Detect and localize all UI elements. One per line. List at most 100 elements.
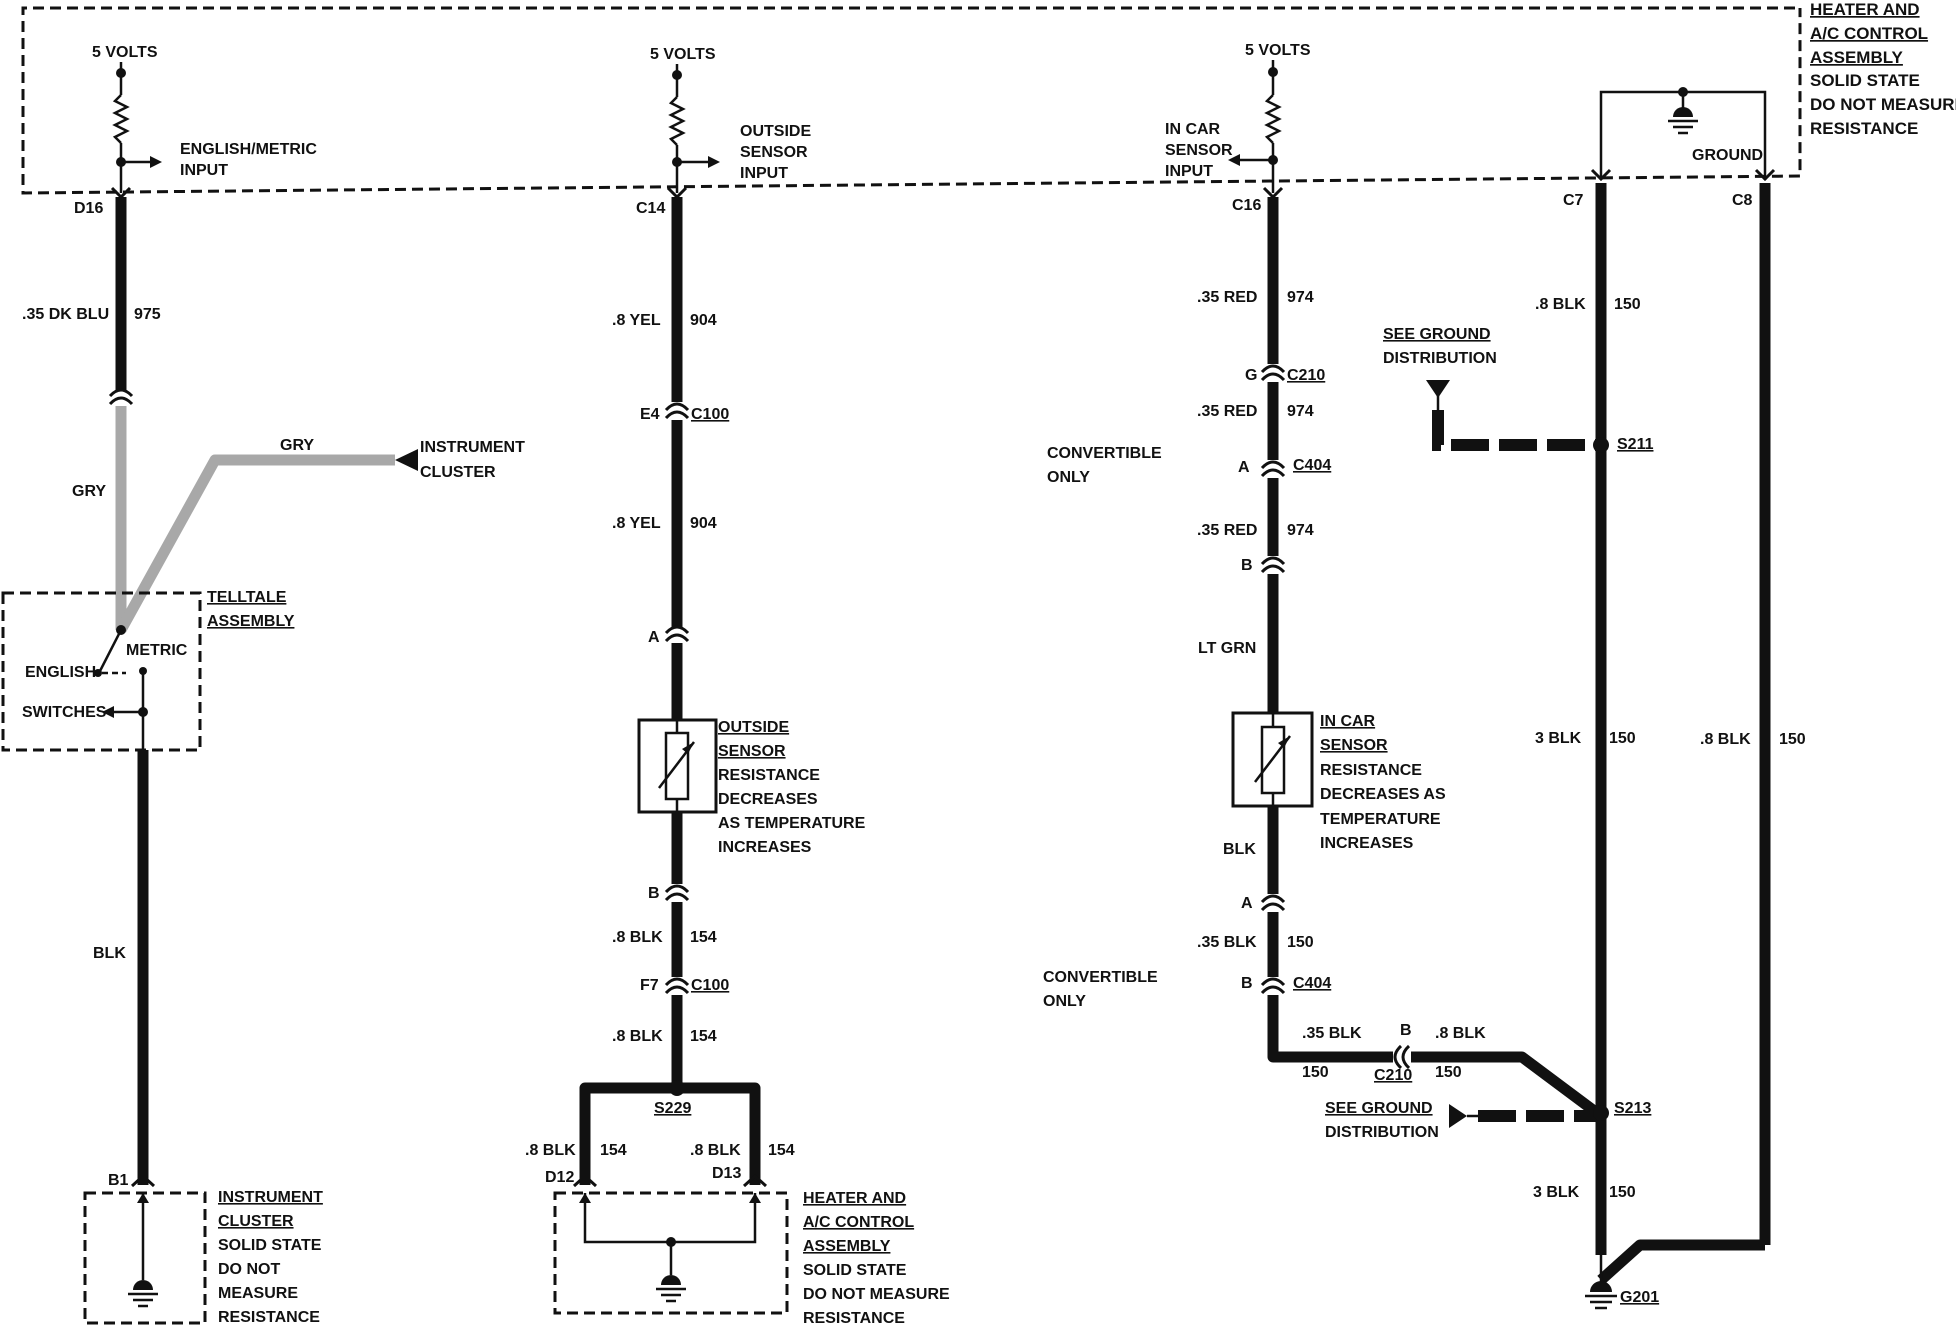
variable-arrow-icon bbox=[682, 742, 694, 754]
voltage-label: 5 VOLTS bbox=[1245, 42, 1311, 59]
diagram-label: LT GRN bbox=[1198, 640, 1256, 657]
ground-g201: G201 bbox=[1620, 1289, 1659, 1306]
diagram-label: B bbox=[1241, 975, 1253, 992]
diagram-label: A bbox=[1238, 459, 1250, 476]
diagram-label: .8 YEL bbox=[612, 515, 661, 532]
diagram-label: INCREASES bbox=[1320, 835, 1414, 852]
terminal-c8: C8 bbox=[1732, 192, 1753, 209]
diagram-label: BLK bbox=[1223, 841, 1256, 858]
diagram-label: 974 bbox=[1287, 289, 1314, 306]
diagram-label: DO NOT MEASURE bbox=[1810, 95, 1956, 114]
connector-icon bbox=[1260, 460, 1286, 470]
diagram-label: .8 BLK bbox=[525, 1142, 576, 1159]
connector-icon bbox=[1590, 168, 1612, 182]
diagram-label: 974 bbox=[1287, 522, 1314, 539]
diagram-label: .35 DK BLU bbox=[22, 306, 109, 323]
diagram-label: 974 bbox=[1287, 403, 1314, 420]
terminal-d12: D12 bbox=[545, 1169, 574, 1186]
diagram-label: 154 bbox=[690, 929, 717, 946]
heater-ac-control-box-bottom bbox=[553, 1191, 789, 1315]
diagram-label: SENSOR bbox=[1165, 142, 1233, 159]
diagram-label: CLUSTER bbox=[218, 1213, 294, 1230]
english-metric-circuit: .35 DK BLU 975 GRY GRY INSTRUMENT CLUSTE… bbox=[1, 197, 525, 1326]
diagram-label: G bbox=[1245, 367, 1257, 384]
diagram-label: CLUSTER bbox=[420, 464, 496, 481]
diagram-label: CONVERTIBLE bbox=[1043, 969, 1158, 986]
diagram-label: ONLY bbox=[1043, 993, 1086, 1010]
diagram-label: .35 RED bbox=[1197, 403, 1257, 420]
diagram-label: .8 BLK bbox=[612, 1028, 663, 1045]
diagram-label: SWITCHES bbox=[22, 704, 107, 721]
diagram-label: 975 bbox=[134, 306, 161, 323]
diagram-label: E4 bbox=[640, 406, 660, 423]
diagram-label: DECREASES AS bbox=[1320, 786, 1446, 803]
diagram-label: 904 bbox=[690, 515, 717, 532]
diagram-label: C404 bbox=[1293, 457, 1331, 474]
diagram-label: RESISTANCE bbox=[803, 1310, 905, 1327]
outside-sensor-input-circuit: 5 VOLTS OUTSIDE SENSOR INPUT C14 bbox=[636, 46, 811, 217]
instrument-cluster-box bbox=[83, 1191, 207, 1325]
ground-distribution-arrow-icon bbox=[1449, 1104, 1467, 1128]
connector-icon bbox=[108, 388, 134, 398]
ground-distribution-arrow-icon bbox=[1426, 380, 1450, 398]
diagram-label: HEATER AND bbox=[1810, 0, 1920, 19]
connector-icon bbox=[1260, 977, 1286, 987]
diagram-label: 154 bbox=[768, 1142, 795, 1159]
diagram-label: CONVERTIBLE bbox=[1047, 445, 1162, 462]
diagram-label: METRIC bbox=[126, 642, 188, 659]
diagram-label: INPUT bbox=[180, 162, 228, 179]
diagram-label: 3 BLK bbox=[1533, 1184, 1580, 1201]
connector-icon bbox=[742, 1173, 768, 1188]
connector-icon bbox=[1260, 364, 1286, 374]
diagram-label: INSTRUMENT bbox=[420, 439, 525, 456]
diagram-label: 150 bbox=[1609, 1184, 1636, 1201]
arrow-left-icon bbox=[102, 706, 114, 718]
switch-blade bbox=[98, 629, 123, 672]
ground-icon bbox=[661, 1275, 681, 1285]
diagram-label: .8 BLK bbox=[690, 1142, 741, 1159]
diagram-label: A bbox=[1241, 895, 1253, 912]
variable-arrow-icon bbox=[1278, 736, 1290, 748]
diagram-label: GRY bbox=[280, 437, 314, 454]
arrow-left-icon bbox=[395, 449, 418, 471]
diagram-label: C100 bbox=[691, 977, 729, 994]
diagram-label: TELLTALE bbox=[207, 589, 287, 606]
diagram-label: .35 RED bbox=[1197, 522, 1257, 539]
diagram-label: .8 BLK bbox=[1700, 731, 1751, 748]
diagram-label: DO NOT MEASURE bbox=[803, 1286, 950, 1303]
terminal-d16: D16 bbox=[74, 200, 103, 217]
internal-ground-circuit: GROUND C7 C8 bbox=[1563, 87, 1776, 209]
diagram-label: .35 BLK bbox=[1197, 934, 1257, 951]
ground-circuit: .8 BLK 150 SEE GROUND DISTRIBUTION S211 … bbox=[1325, 183, 1806, 1310]
diagram-label: C100 bbox=[691, 406, 729, 423]
terminal-c16: C16 bbox=[1232, 197, 1261, 214]
diagram-label: ASSEMBLY bbox=[207, 613, 295, 630]
heater-ac-control-title: HEATER AND A/C CONTROL ASSEMBLY SOLID ST… bbox=[1810, 0, 1956, 138]
diagram-label: B bbox=[1241, 557, 1253, 574]
diagram-label: C210 bbox=[1374, 1067, 1412, 1084]
connector-icon bbox=[664, 884, 690, 894]
diagram-label: DECREASES bbox=[718, 791, 818, 808]
terminal-d13: D13 bbox=[712, 1165, 741, 1182]
diagram-label: SENSOR bbox=[740, 144, 808, 161]
diagram-label: SOLID STATE bbox=[1810, 71, 1920, 90]
diagram-label: BLK bbox=[93, 945, 126, 962]
diagram-label: .35 BLK bbox=[1302, 1025, 1362, 1042]
diagram-label: IN CAR bbox=[1165, 121, 1221, 138]
diagram-label: .8 BLK bbox=[1435, 1025, 1486, 1042]
arrow-right-icon bbox=[708, 156, 720, 168]
diagram-label: IN CAR bbox=[1320, 713, 1376, 730]
arrow-left-icon bbox=[1228, 154, 1240, 166]
diagram-label: .35 RED bbox=[1197, 289, 1257, 306]
diagram-label: DISTRIBUTION bbox=[1383, 350, 1497, 367]
diagram-label: A bbox=[648, 629, 660, 646]
diagram-label: S213 bbox=[1614, 1100, 1651, 1117]
diagram-label: DO NOT bbox=[218, 1261, 280, 1278]
diagram-label: 904 bbox=[690, 312, 717, 329]
diagram-label: 3 BLK bbox=[1535, 730, 1582, 747]
connector-icon bbox=[1260, 556, 1286, 566]
diagram-label: SENSOR bbox=[1320, 737, 1388, 754]
connector-icon bbox=[664, 977, 690, 987]
diagram-label: TEMPERATURE bbox=[1320, 811, 1441, 828]
